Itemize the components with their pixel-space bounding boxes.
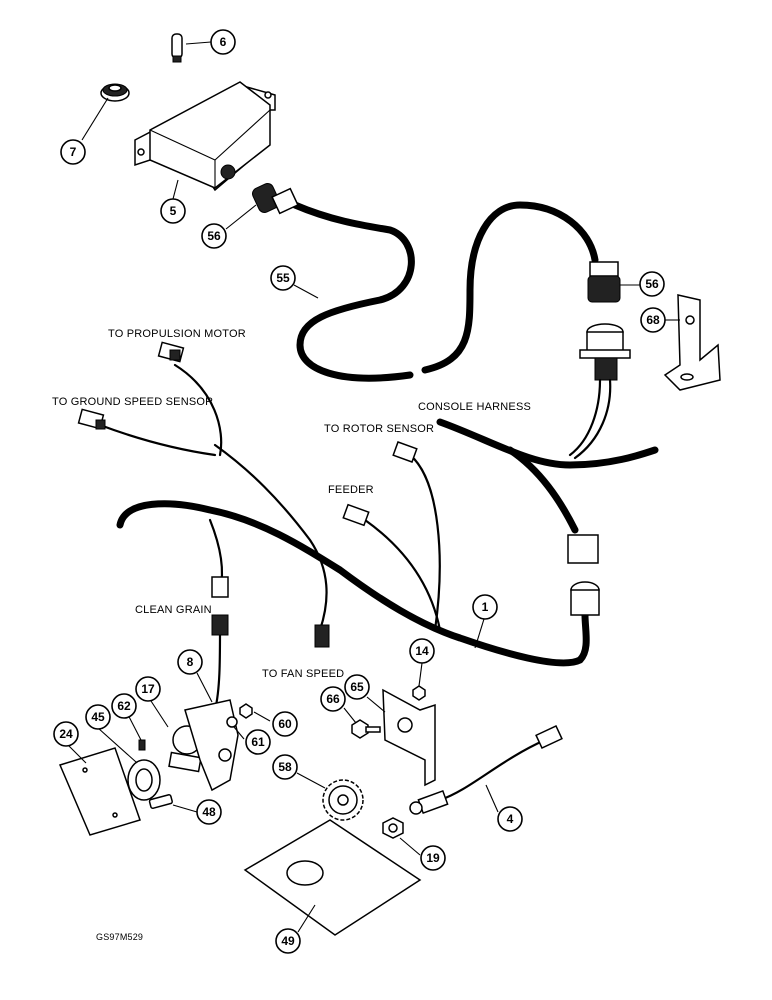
connector-ground-speed	[77, 408, 106, 430]
console-harness-cable	[436, 418, 659, 534]
key-48	[148, 794, 173, 810]
bolt-66	[351, 719, 381, 739]
callout-56-lower: 56	[639, 271, 665, 297]
callout-56-upper: 56	[201, 223, 227, 249]
connector-fan-speed	[314, 624, 330, 648]
svg-text:49: 49	[281, 934, 295, 948]
svg-text:48: 48	[202, 805, 216, 819]
collar-45	[127, 759, 161, 801]
connector-56-lower	[587, 261, 621, 303]
main-harness-1	[98, 363, 590, 712]
callout-58: 58	[272, 754, 298, 780]
svg-text:58: 58	[278, 760, 292, 774]
bracket-68	[663, 294, 721, 391]
sensor-4	[409, 725, 563, 815]
washer-61	[226, 716, 238, 728]
svg-text:60: 60	[278, 717, 292, 731]
callout-65: 65	[344, 674, 370, 700]
svg-text:56: 56	[207, 229, 221, 243]
label-feeder: FEEDER	[328, 484, 374, 496]
connector-propulsion-motor	[157, 341, 185, 363]
svg-text:56: 56	[645, 277, 659, 291]
console-connector	[568, 323, 631, 460]
svg-text:7: 7	[70, 145, 77, 159]
connector-56-upper	[252, 183, 299, 215]
svg-text:17: 17	[141, 682, 155, 696]
label-console-harness: CONSOLE HARNESS	[418, 401, 531, 413]
connector-feeder	[342, 503, 370, 527]
callout-45: 45	[85, 704, 111, 730]
callout-55: 55	[270, 265, 296, 291]
callout-5: 5	[160, 198, 186, 224]
grommet-part	[100, 83, 130, 102]
label-clean-grain: CLEAN GRAIN	[135, 604, 212, 616]
callout-48: 48	[196, 799, 222, 825]
svg-text:14: 14	[415, 644, 429, 658]
callout-4: 4	[497, 806, 523, 832]
control-module	[134, 81, 276, 192]
svg-text:5: 5	[170, 204, 177, 218]
callout-61: 61	[245, 729, 271, 755]
svg-text:1: 1	[482, 600, 489, 614]
callout-19: 19	[420, 845, 446, 871]
label-fan-speed: TO FAN SPEED	[262, 668, 344, 680]
callout-49: 49	[275, 928, 301, 954]
svg-text:45: 45	[91, 710, 105, 724]
callout-8: 8	[177, 649, 203, 675]
svg-text:4: 4	[507, 812, 514, 826]
svg-text:55: 55	[276, 271, 290, 285]
screw-60	[239, 703, 253, 719]
callout-6: 6	[210, 29, 236, 55]
svg-text:24: 24	[59, 727, 73, 741]
label-propulsion-motor: TO PROPULSION MOTOR	[108, 328, 246, 340]
label-rotor-sensor: TO ROTOR SENSOR	[324, 423, 434, 435]
callout-1: 1	[472, 594, 498, 620]
bracket-65	[382, 688, 436, 787]
callout-62: 62	[111, 693, 137, 719]
connector-main-right	[567, 534, 600, 616]
callout-66: 66	[320, 686, 346, 712]
plate-49	[243, 819, 422, 936]
callout-14: 14	[409, 638, 435, 664]
svg-text:68: 68	[646, 313, 660, 327]
callout-17: 17	[135, 676, 161, 702]
clamp-17	[168, 725, 202, 773]
leader-lines	[67, 41, 680, 933]
callout-68: 68	[640, 307, 666, 333]
callout-7: 7	[60, 139, 86, 165]
label-ground-speed-sensor: TO GROUND SPEED SENSOR	[52, 396, 213, 408]
connector-rotor-sensor	[392, 441, 418, 463]
plate-24	[58, 747, 141, 836]
set-screw-62	[138, 739, 146, 751]
figure-code: GS97M529	[96, 932, 143, 942]
svg-text:62: 62	[117, 699, 131, 713]
svg-text:65: 65	[350, 680, 364, 694]
nut-14	[412, 685, 426, 701]
annotation-labels: TO PROPULSION MOTOR TO GROUND SPEED SENS…	[52, 328, 531, 942]
sensor-bracket-8	[184, 699, 239, 792]
callout-24: 24	[53, 721, 79, 747]
svg-text:6: 6	[220, 35, 227, 49]
svg-text:66: 66	[326, 692, 340, 706]
bulb-part	[171, 33, 183, 63]
sprocket-58	[322, 779, 364, 821]
harness-55	[252, 183, 621, 382]
callout-60: 60	[272, 711, 298, 737]
svg-text:8: 8	[187, 655, 194, 669]
connector-clean-grain	[211, 576, 229, 636]
nut-19	[382, 817, 404, 839]
svg-text:19: 19	[426, 851, 440, 865]
svg-text:61: 61	[251, 735, 265, 749]
